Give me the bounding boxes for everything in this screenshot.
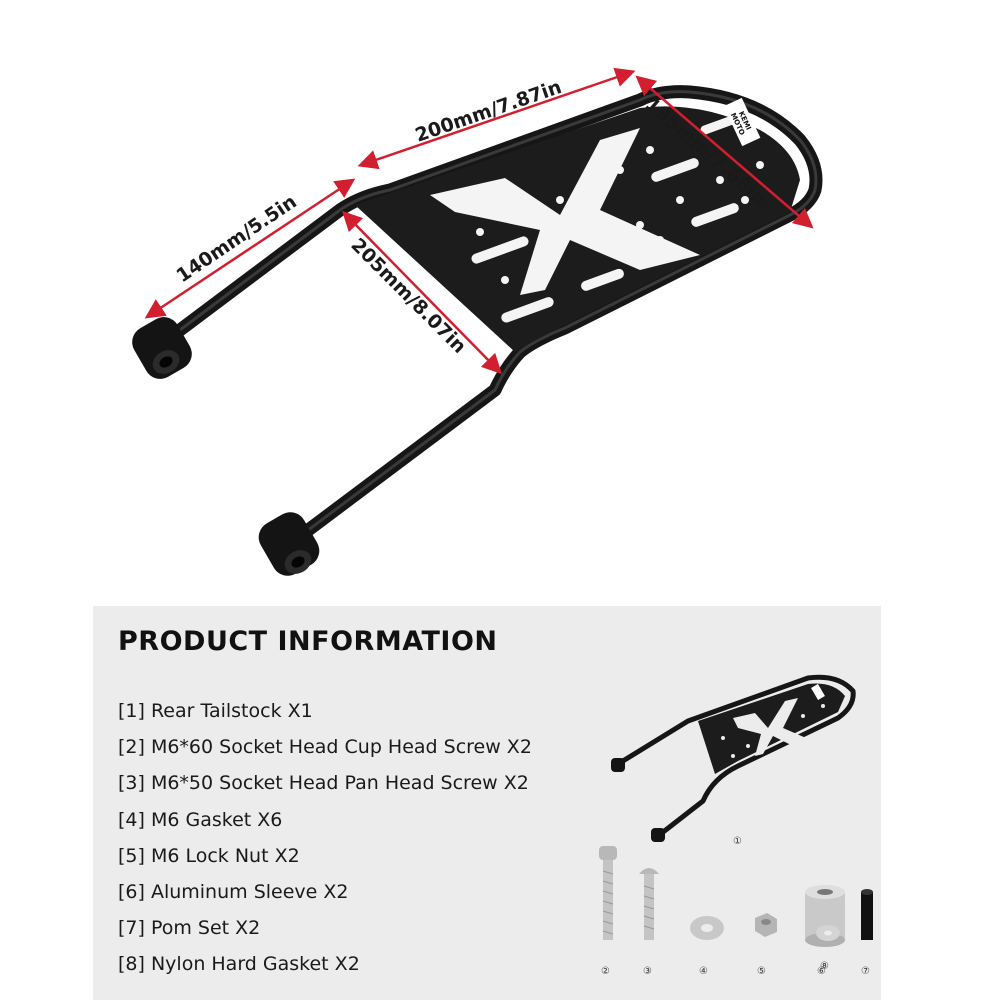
dimension-arrow-top [357,67,636,170]
gasket-icon [690,916,724,940]
nylon-gasket-icon [816,925,840,941]
screw-m6-60-icon [599,846,617,940]
part-number-6: ⑥ [817,966,826,977]
part-number-2: ② [601,966,610,977]
screw-m6-50-icon [639,868,659,940]
mount-sleeve-right [258,512,320,576]
list-item: [3] M6*50 Socket Head Pan Head Screw X2 [118,772,529,795]
part-number-8: ⑧ [820,961,829,972]
product-information-panel: PRODUCT INFORMATION [1] Rear Tailstock X… [93,606,881,1000]
dimension-label-side: 140mm/5.5in [172,191,300,287]
product-photo: KEMI MOTO 200mm/7.87in 140mm/5.5in 205mm… [132,67,823,576]
dimension-arrow-loop [635,75,814,229]
parts-illustration: ① [599,674,873,977]
part-number-1: ① [733,836,742,847]
small-rack-image [611,674,856,842]
part-number-4: ④ [699,966,708,977]
dimension-arrow-side [144,178,356,319]
list-item: [7] Pom Set X2 [118,917,261,940]
part-number-3: ③ [643,966,652,977]
list-item: [1] Rear Tailstock X1 [118,700,313,722]
list-item: [6] Aluminum Sleeve X2 [118,880,349,903]
list-item: [4] M6 Gasket X6 [118,808,283,831]
list-item: [5] M6 Lock Nut X2 [118,844,300,867]
list-item: [8] Nylon Hard Gasket X2 [118,953,360,976]
part-number-7: ⑦ [861,966,870,977]
dimension-arrows [144,67,814,375]
panel-title: PRODUCT INFORMATION [118,626,498,657]
mount-sleeve-left [132,317,192,379]
nylon-gasket-art: ⑧ [816,925,840,972]
dimension-arrow-plate [342,210,502,375]
part-number-5: ⑤ [757,966,766,977]
lock-nut-icon [755,913,777,937]
pom-set-icon [861,889,873,940]
parts-list: [1] Rear Tailstock X1 [2] M6*60 Socket H… [118,696,532,986]
list-item: [2] M6*60 Socket Head Cup Head Screw X2 [118,736,532,759]
